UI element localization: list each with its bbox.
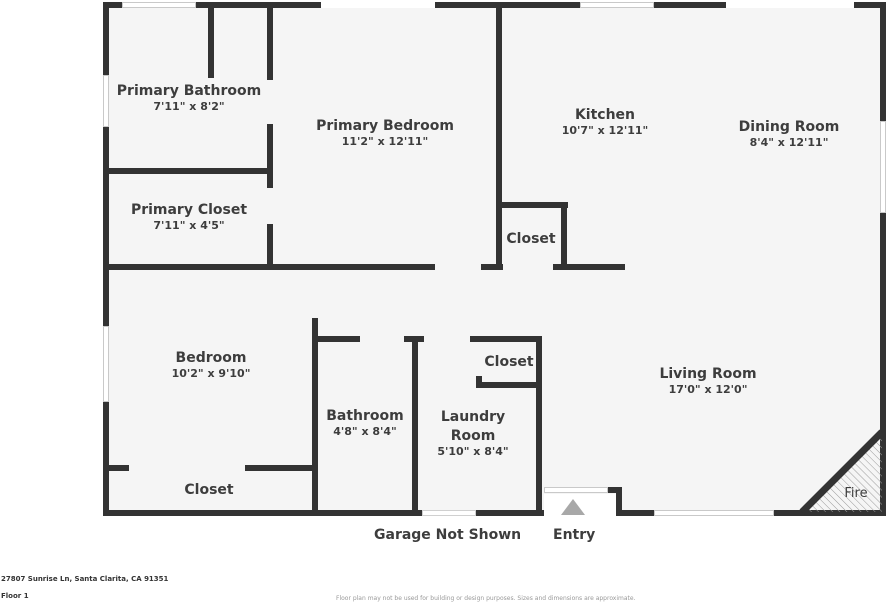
room-dining-room: Dining Room 8'4" x 12'11"	[739, 119, 840, 150]
room-primary-bathroom: Primary Bathroom 7'11" x 8'2"	[117, 83, 261, 114]
room-name-line2: Room	[450, 428, 496, 444]
wall-row1-bottom-b	[481, 264, 503, 270]
opening	[726, 2, 854, 8]
room-name: Closet	[506, 231, 556, 247]
opening	[422, 510, 476, 516]
wall-bedroom-kitchen	[496, 2, 502, 270]
room-dims: 10'2" x 9'10"	[171, 367, 251, 380]
wall-right	[880, 2, 886, 516]
room-name: Kitchen	[574, 107, 636, 123]
wall-lcloset-bottom	[476, 382, 542, 388]
entry-floor	[544, 494, 616, 516]
garage-note: Garage Not Shown	[374, 527, 522, 543]
wall-laundry-right	[536, 336, 542, 516]
fireplace-icon	[799, 429, 885, 515]
wall-pbath-partition	[208, 2, 214, 78]
room-primary-closet: Primary Closet 7'11" x 4'5"	[131, 202, 247, 233]
room-name: Bathroom	[326, 408, 404, 424]
wall-bedroom-closet-b	[245, 465, 318, 471]
wall-pbath-right-b	[267, 124, 273, 188]
room-dims: 17'0" x 12'0"	[668, 383, 748, 396]
wall-bottom-left	[103, 510, 544, 516]
room-name: Primary Closet	[130, 202, 248, 218]
room-name: Closet	[184, 482, 234, 498]
wall-kcloset-right	[561, 202, 567, 270]
room-name: Closet	[484, 354, 534, 370]
wall-top	[103, 2, 886, 8]
room-kitchen: Kitchen 10'7" x 12'11"	[562, 107, 649, 138]
wall-entry-post	[616, 487, 622, 516]
room-name: Bedroom	[175, 350, 247, 366]
room-name: Primary Bathroom	[116, 83, 262, 99]
wall-bath-top-a	[312, 336, 360, 342]
floor-label: Floor 1	[1, 592, 29, 600]
entry-label: Entry	[553, 527, 596, 543]
room-fireplace: Fire	[844, 485, 867, 502]
room-name: Primary Bedroom	[316, 118, 454, 134]
wall-lcloset-left	[476, 376, 482, 388]
entry-arrow-icon	[561, 499, 585, 515]
room-laundry-room: Laundry Room 5'10" x 8'4"	[437, 407, 508, 459]
room-name: Fire	[844, 486, 868, 501]
wall-entry-notch	[608, 487, 622, 493]
room-name-line1: Laundry	[440, 409, 506, 425]
window	[880, 121, 886, 213]
room-dims: 7'11" x 4'5"	[153, 219, 225, 232]
window	[103, 326, 109, 402]
room-dims: 5'10" x 8'4"	[437, 445, 509, 458]
room-kitchen-closet: Closet	[506, 231, 555, 248]
room-dims: 8'4" x 12'11"	[749, 136, 829, 149]
wall-pcloset-right	[267, 224, 273, 270]
wall-kcloset-top	[496, 202, 568, 208]
wall-bedroom-closet-a	[103, 465, 129, 471]
room-bedroom-closet: Closet	[184, 482, 233, 499]
opening	[321, 2, 435, 8]
window	[654, 510, 774, 516]
wall-left	[103, 2, 109, 516]
room-dims: 10'7" x 12'11"	[561, 124, 649, 137]
wall-laundry-top	[470, 336, 542, 342]
wall-pbath-bottom	[103, 168, 273, 174]
wall-bath-laundry	[412, 336, 418, 516]
room-bathroom: Bathroom 4'8" x 8'4"	[326, 408, 404, 439]
wall-row1-bottom-a	[103, 264, 435, 270]
room-laundry-closet: Closet	[484, 354, 533, 371]
floor-fill	[104, 4, 884, 514]
window	[103, 75, 109, 127]
room-dims: 4'8" x 8'4"	[333, 425, 397, 438]
property-address: 27807 Sunrise Ln, Santa Clarita, CA 9135…	[1, 575, 169, 583]
disclaimer: Floor plan may not be used for building …	[336, 595, 636, 602]
room-living-room: Living Room 17'0" x 12'0"	[659, 366, 756, 397]
room-bedroom: Bedroom 10'2" x 9'10"	[172, 350, 251, 381]
room-name: Dining Room	[738, 119, 840, 135]
wall-pbath-right-a	[267, 2, 273, 80]
wall-bedroom-right	[312, 318, 318, 516]
room-dims: 11'2" x 12'11"	[341, 135, 429, 148]
window	[122, 2, 196, 8]
room-dims: 7'11" x 8'2"	[153, 100, 225, 113]
window	[580, 2, 654, 8]
entry-door	[544, 487, 608, 493]
room-primary-bedroom: Primary Bedroom 11'2" x 12'11"	[316, 118, 454, 149]
wall-row1-bottom-c	[553, 264, 625, 270]
room-name: Living Room	[659, 366, 757, 382]
